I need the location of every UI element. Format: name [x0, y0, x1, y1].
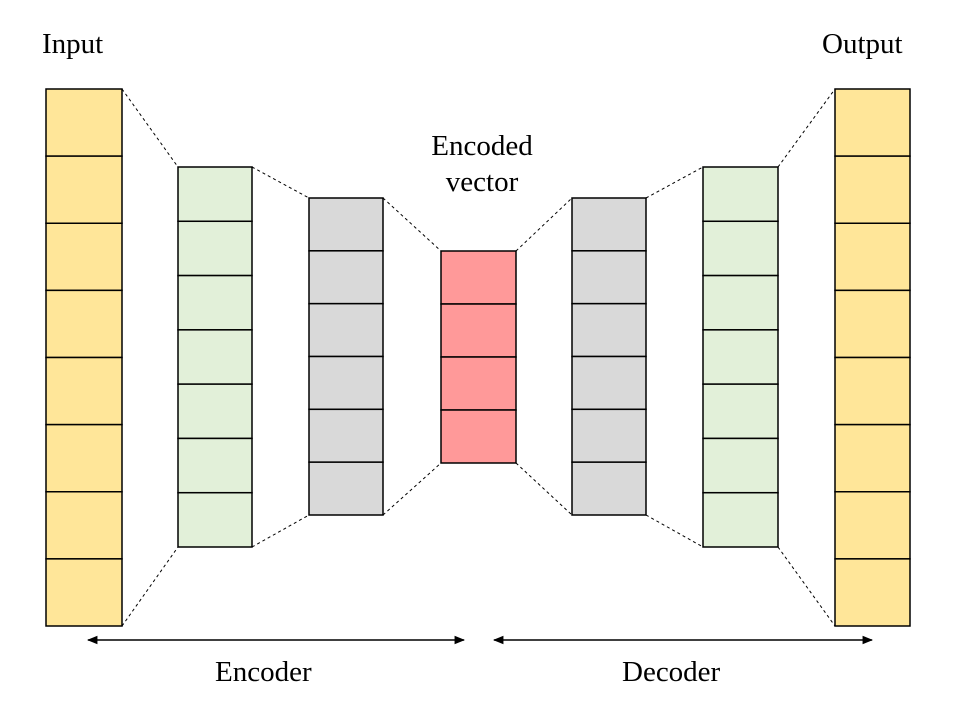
layer-cell — [177, 274, 253, 331]
dashed-connector-line — [777, 88, 836, 168]
layer-cell — [177, 166, 253, 223]
layer-cell — [440, 303, 517, 358]
decoder-label: Decoder — [622, 656, 721, 688]
decoder-hidden-layer-2 — [702, 166, 779, 548]
layer-cell — [834, 356, 911, 426]
output-layer — [834, 88, 911, 627]
layer-cell — [834, 491, 911, 560]
layer-cell — [440, 356, 517, 411]
dashed-connector-line — [645, 514, 704, 548]
layer-cell — [571, 461, 647, 516]
encoder-hidden-layer-2 — [308, 197, 384, 516]
layer-cell — [308, 250, 384, 305]
layer-cell — [45, 222, 123, 292]
dashed-connector-line — [382, 462, 442, 516]
layer-cell — [834, 423, 911, 493]
layer-cell — [834, 155, 911, 224]
encoded-label-line1: Encoded — [431, 130, 533, 162]
decoder-hidden-layer-1 — [571, 197, 647, 516]
layer-cell — [834, 222, 911, 292]
input-label: Input — [42, 28, 104, 60]
input-layer — [45, 88, 123, 627]
layer-cell — [571, 355, 647, 411]
layer-cell — [177, 437, 253, 494]
layer-cell — [45, 558, 123, 627]
encoder-hidden-layer-1 — [177, 166, 253, 548]
encoded-vector-layer — [440, 250, 517, 464]
layer-cell — [440, 250, 517, 305]
layer-cell — [702, 274, 779, 331]
dashed-connector-line — [515, 197, 573, 252]
layer-cell — [177, 329, 253, 385]
layer-cell — [702, 491, 779, 548]
dashed-connector-line — [382, 197, 442, 252]
dashed-connector-line — [777, 546, 836, 627]
layer-cell — [571, 408, 647, 463]
layer-cell — [45, 155, 123, 224]
encoder-label: Encoder — [215, 656, 312, 688]
connector-lines — [121, 88, 836, 627]
dashed-connector-line — [251, 166, 310, 199]
dashed-connector-line — [645, 166, 704, 199]
dashed-connector-line — [121, 546, 179, 627]
layer-cell — [45, 289, 123, 359]
layer-cell — [702, 329, 779, 385]
layer-cell — [702, 220, 779, 277]
layer-cell — [177, 383, 253, 440]
layer-cell — [308, 197, 384, 252]
layer-cell — [834, 289, 911, 359]
layer-cell — [834, 558, 911, 627]
layer-cell — [45, 356, 123, 426]
layer-cell — [702, 383, 779, 440]
layer-cell — [45, 423, 123, 493]
layer-cell — [440, 409, 517, 464]
layer-cell — [45, 88, 123, 157]
layer-cell — [308, 302, 384, 358]
layer-cell — [571, 197, 647, 252]
dashed-connector-line — [251, 514, 310, 548]
encoded-vector-label: Encoded vector — [412, 128, 552, 200]
dashed-connector-line — [515, 462, 573, 516]
layer-cell — [308, 461, 384, 516]
layer-cell — [702, 437, 779, 494]
layer-cell — [177, 220, 253, 277]
output-label: Output — [822, 28, 903, 60]
dashed-connector-line — [121, 88, 179, 168]
layer-cell — [45, 491, 123, 560]
layer-cell — [308, 408, 384, 463]
layer-cell — [571, 250, 647, 305]
layer-cell — [308, 355, 384, 411]
layer-cell — [834, 88, 911, 157]
layer-cell — [177, 491, 253, 548]
layers-group — [45, 88, 911, 627]
layer-cell — [571, 302, 647, 358]
layer-cell — [702, 166, 779, 223]
encoded-label-line2: vector — [445, 166, 519, 198]
